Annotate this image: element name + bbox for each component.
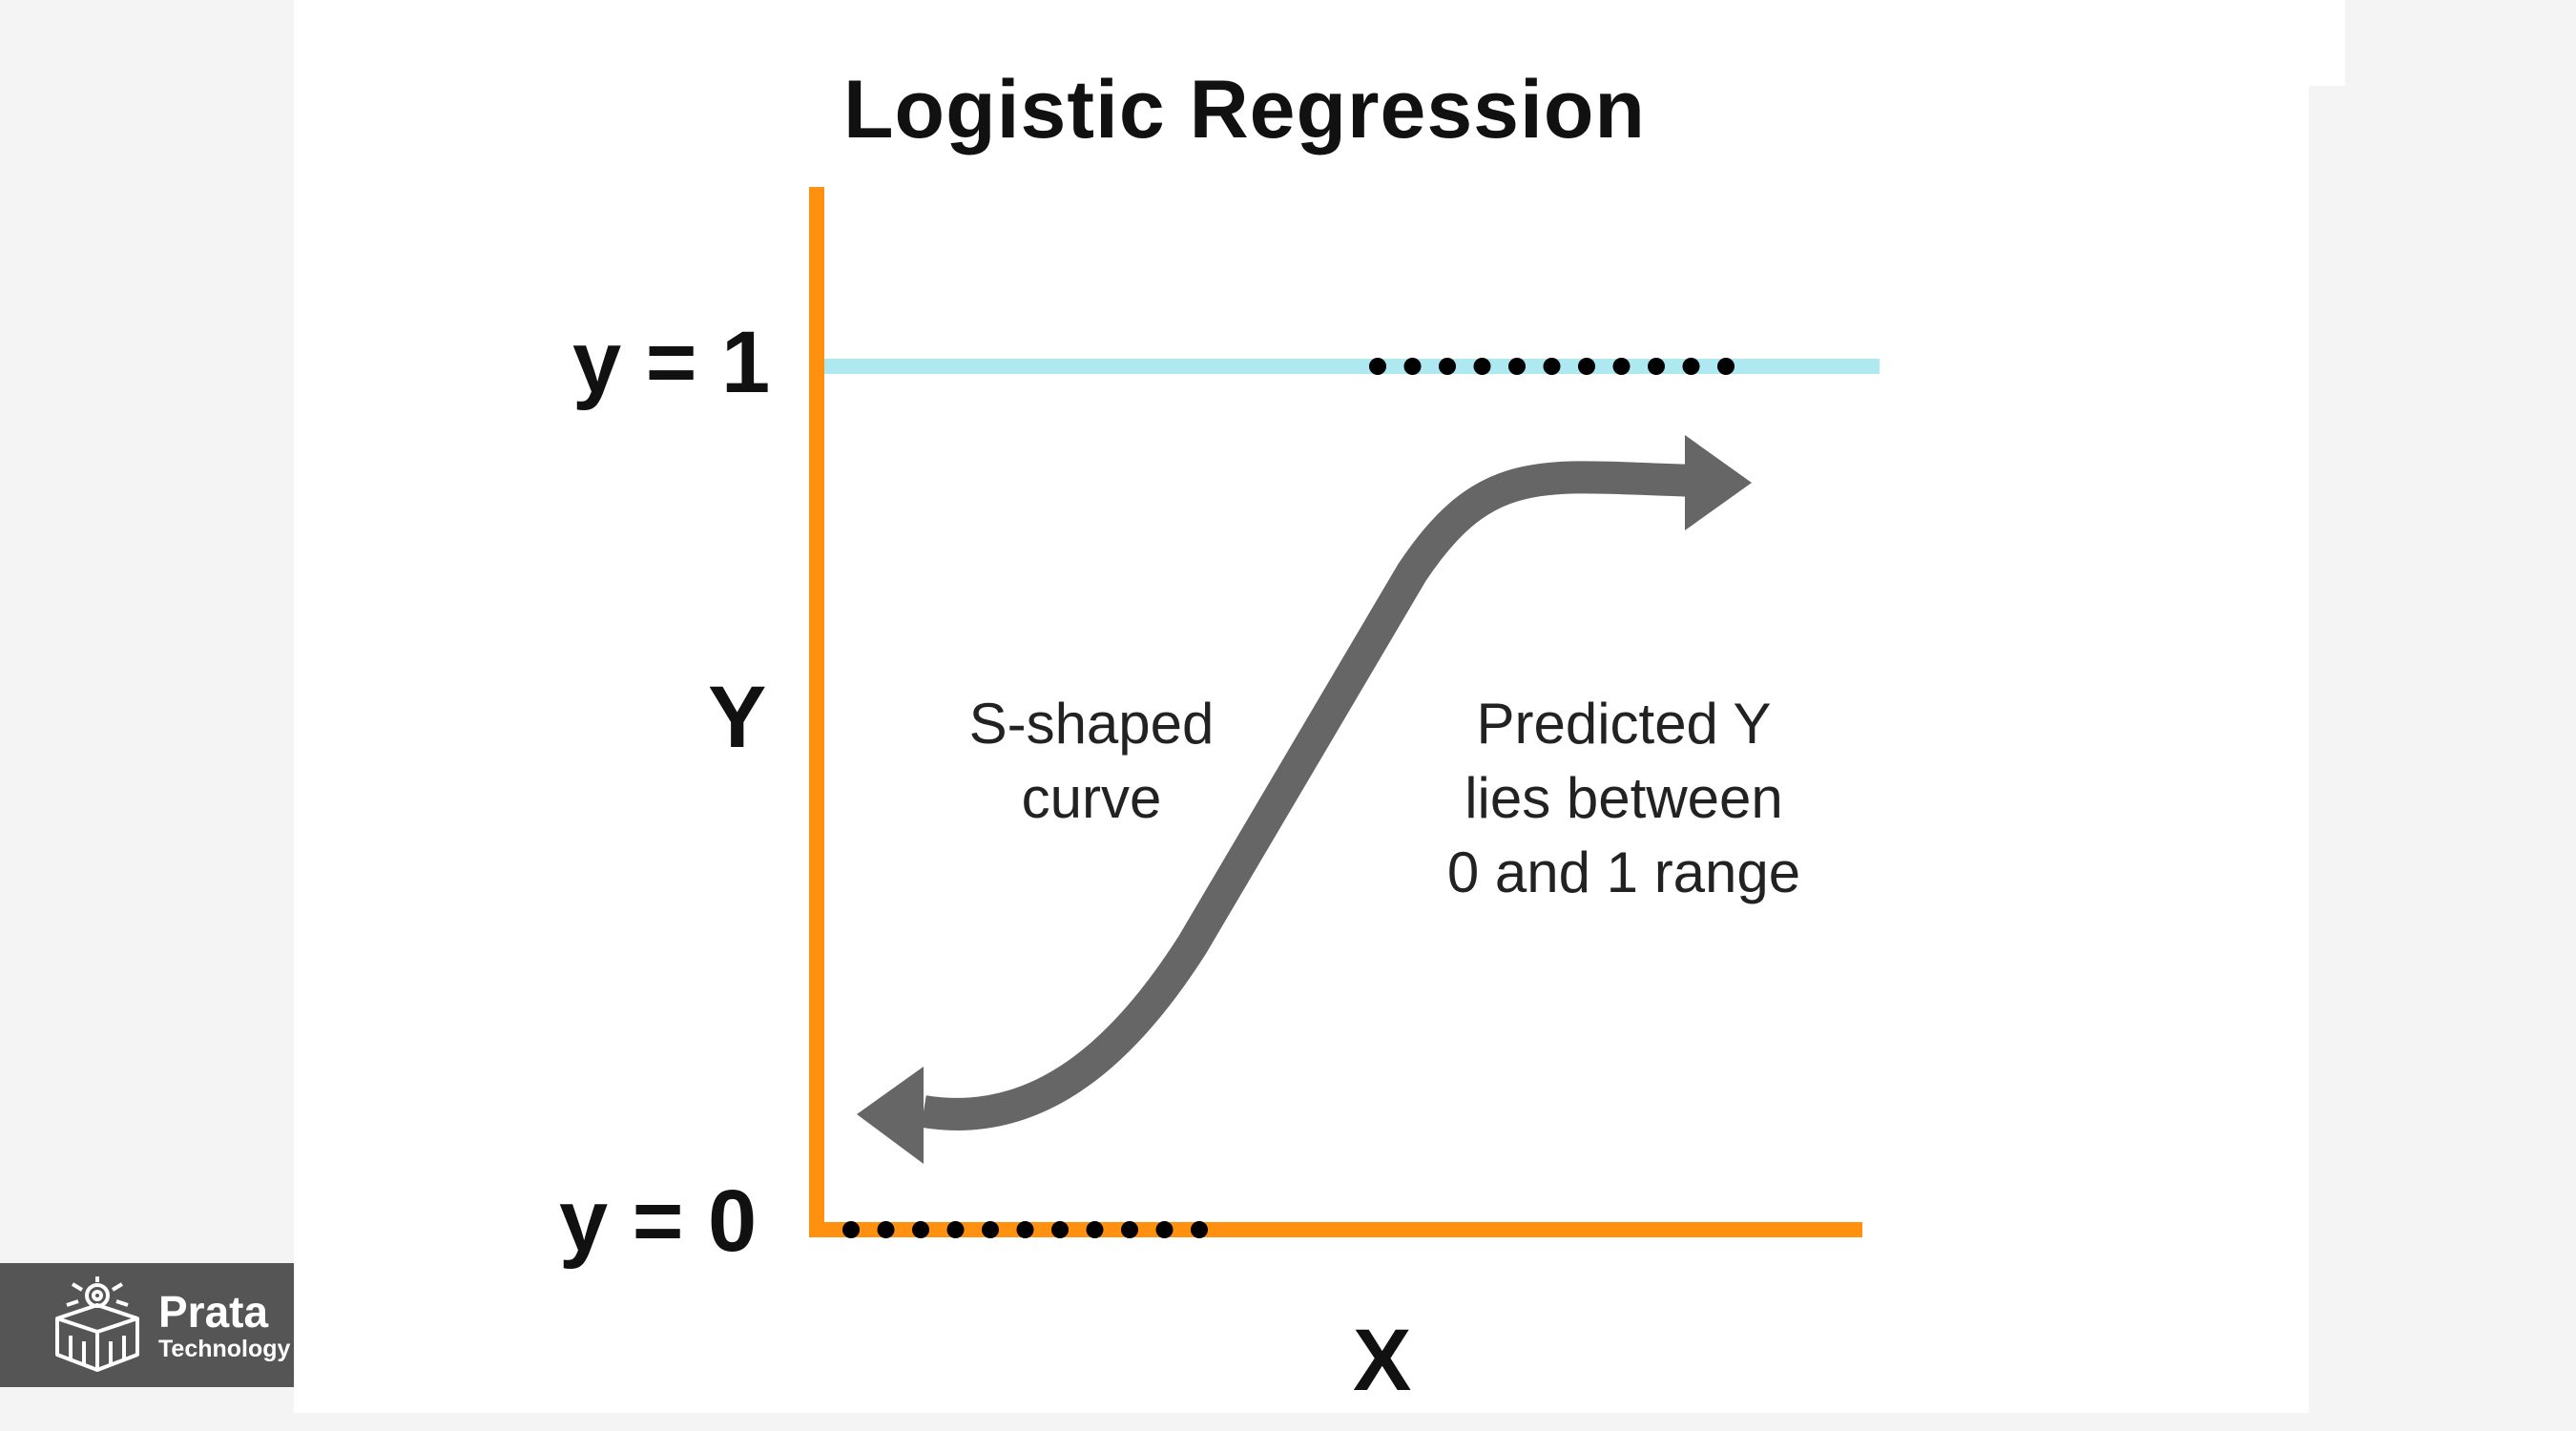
upper-dot <box>1682 358 1700 375</box>
upper-dot <box>1648 358 1665 375</box>
upper-dot <box>1612 358 1631 375</box>
lower-dot <box>1016 1221 1034 1238</box>
arrow-head-right <box>1685 435 1752 530</box>
y-axis-label: Y <box>708 669 767 766</box>
lower-dot <box>1191 1221 1208 1238</box>
brand-subtitle: Technology <box>158 1336 291 1362</box>
page-title: Logistic Regression <box>843 64 1646 156</box>
upper-dot <box>1369 358 1386 375</box>
upper-dot <box>1543 358 1561 375</box>
upper-dot <box>1439 358 1456 375</box>
lower-dot <box>1155 1221 1174 1238</box>
lower-dot-row <box>842 1221 1208 1238</box>
x-axis-label: X <box>1353 1312 1412 1409</box>
lower-dot <box>1121 1221 1138 1238</box>
lower-dot <box>912 1221 929 1238</box>
prediction-note-line2: lies between <box>1465 766 1783 830</box>
upper-dot <box>1403 358 1422 375</box>
y-zero-label: y = 0 <box>559 1172 758 1270</box>
lower-dot <box>946 1221 965 1238</box>
chip-box-icon <box>55 1276 139 1372</box>
lower-dot <box>982 1221 999 1238</box>
s-curve-note-line2: curve <box>1021 766 1162 830</box>
brand-logo: Prata Technology <box>0 1263 294 1387</box>
lower-dot <box>1086 1221 1104 1238</box>
upper-dot <box>1717 358 1735 375</box>
arrow-head-left <box>857 1067 924 1164</box>
lower-dot <box>877 1221 895 1238</box>
diagram-card <box>294 0 2309 1413</box>
brand-name: Prata <box>158 1287 269 1337</box>
upper-dot-row <box>1369 358 1735 375</box>
s-curve-note-line1: S-shaped <box>968 692 1215 756</box>
lower-dot <box>1051 1221 1069 1238</box>
prediction-note-line1: Predicted Y <box>1476 692 1772 756</box>
upper-dot <box>1508 358 1526 375</box>
y-one-label: y = 1 <box>572 314 771 411</box>
prediction-note-line3: 0 and 1 range <box>1446 840 1801 904</box>
card-edge <box>2309 0 2345 86</box>
upper-dot <box>1578 358 1595 375</box>
upper-dot <box>1473 358 1491 375</box>
s-curve-note: S-shaped curve <box>920 687 1263 836</box>
lower-dot <box>842 1221 860 1238</box>
s-curve <box>921 461 1701 1130</box>
prediction-range-note: Predicted Y lies between 0 and 1 range <box>1395 687 1853 910</box>
